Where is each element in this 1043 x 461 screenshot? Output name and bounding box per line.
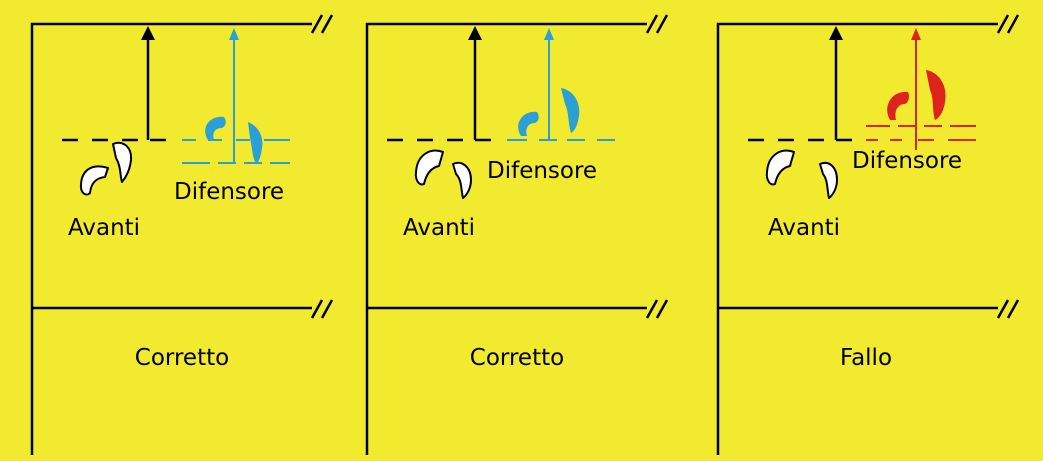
verdict-label: Fallo bbox=[840, 345, 892, 371]
forward-foot-right bbox=[112, 141, 133, 183]
forward-player bbox=[414, 149, 472, 199]
court-lines bbox=[716, 14, 1020, 455]
defender-foot-left bbox=[205, 116, 226, 140]
forward-player bbox=[765, 149, 838, 199]
break-mark-top bbox=[310, 14, 334, 34]
forward-foot-left bbox=[765, 149, 795, 186]
court-outline bbox=[716, 22, 998, 455]
defender-foot-right bbox=[926, 70, 946, 120]
forward-player bbox=[79, 141, 133, 196]
panel-1: Difensore Avanti Corretto bbox=[30, 14, 334, 455]
panel-2: Difensore Avanti Corretto bbox=[365, 14, 669, 455]
court-lines bbox=[365, 14, 669, 455]
defender-player bbox=[205, 116, 263, 164]
verdict-label: Corretto bbox=[135, 345, 229, 371]
court-lines bbox=[30, 14, 334, 455]
defender-foot-right bbox=[248, 122, 263, 164]
panel-3: Difensore Avanti Fallo bbox=[716, 14, 1020, 455]
court-outline bbox=[365, 22, 647, 455]
break-mark-middle bbox=[645, 299, 669, 319]
break-mark-top bbox=[996, 14, 1020, 34]
verdict-label: Corretto bbox=[470, 345, 564, 371]
forward-label: Avanti bbox=[768, 215, 840, 241]
defender-foot-left bbox=[887, 91, 909, 120]
break-mark-middle bbox=[996, 299, 1020, 319]
defender-arrowhead bbox=[229, 28, 239, 40]
defender-label: Difensore bbox=[174, 179, 284, 205]
defender-foot-right bbox=[561, 88, 580, 133]
forward-foot-right bbox=[452, 161, 472, 199]
defender-lines bbox=[182, 28, 290, 164]
defender-label: Difensore bbox=[852, 148, 962, 174]
arrowhead-forward bbox=[141, 26, 155, 40]
court-outline bbox=[30, 22, 312, 455]
forward-foot-right bbox=[819, 161, 838, 199]
defender-arrowhead bbox=[544, 28, 554, 40]
break-mark-middle bbox=[310, 299, 334, 319]
defender-lines bbox=[507, 28, 615, 141]
break-mark-top bbox=[645, 14, 669, 34]
forward-label: Avanti bbox=[68, 215, 140, 241]
defender-lines bbox=[866, 28, 976, 150]
defender-foot-left bbox=[518, 111, 539, 136]
defender-player bbox=[518, 88, 580, 136]
arrowhead-forward bbox=[468, 26, 482, 40]
arrowhead-forward bbox=[829, 26, 843, 40]
defender-label: Difensore bbox=[487, 158, 597, 184]
defender-player bbox=[887, 70, 946, 120]
forward-label: Avanti bbox=[403, 215, 475, 241]
forward-foot-left bbox=[79, 165, 109, 196]
forward-foot-left bbox=[414, 149, 444, 186]
defender-arrowhead bbox=[911, 28, 921, 40]
